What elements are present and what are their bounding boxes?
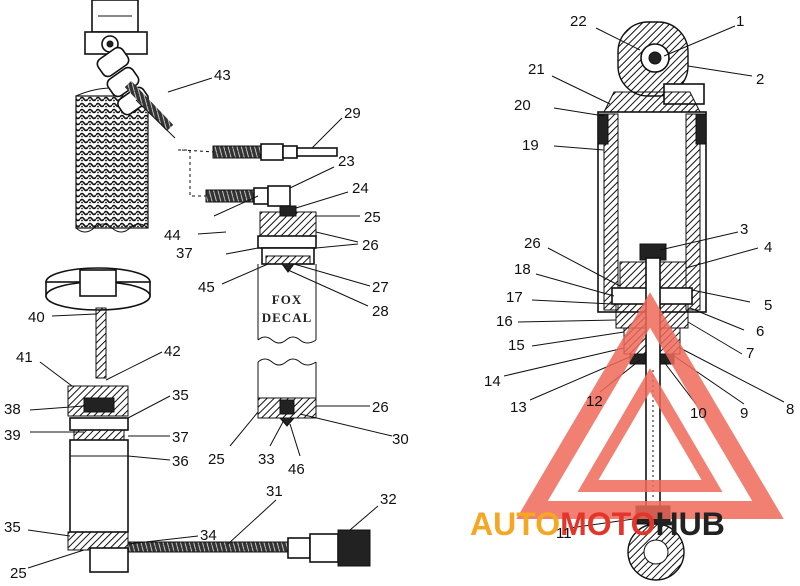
callout-22: 22 [570, 13, 587, 30]
callout-19: 19 [522, 137, 539, 154]
callout-17: 17 [506, 289, 523, 306]
reservoir-tube [257, 264, 317, 398]
callout-34: 34 [200, 527, 217, 544]
callout-46: 46 [288, 461, 305, 478]
reservoir-bracket [84, 0, 148, 55]
callout-31: 31 [266, 483, 283, 500]
callout-25-bottom: 25 [208, 451, 225, 468]
callout-10: 10 [690, 405, 707, 422]
reservoir-cap-24 [259, 205, 317, 237]
leader-lines-left [27, 77, 393, 569]
callout-14: 14 [484, 373, 501, 390]
routing-line-2 [181, 149, 215, 153]
callout-35-bottom: 35 [4, 519, 21, 536]
decal-line-1: FOX [272, 292, 302, 307]
callout-26-bottom: 26 [372, 399, 389, 416]
decal-line-2: DECAL [262, 310, 313, 325]
adjuster-knob-40 [45, 267, 151, 379]
callout-26-right: 26 [524, 235, 541, 252]
callout-7: 7 [746, 345, 754, 362]
hose-fitting-23 [205, 185, 291, 207]
watermark-logo [516, 292, 784, 519]
callout-40: 40 [28, 309, 45, 326]
callout-25-top: 25 [364, 209, 381, 226]
hose-31 [89, 529, 371, 573]
callout-42: 42 [164, 343, 181, 360]
watermark-hub-text: HUB [655, 506, 724, 542]
callout-35-mid: 35 [172, 387, 189, 404]
callout-28: 28 [372, 303, 389, 320]
callout-1: 1 [736, 13, 744, 30]
callout-36: 36 [172, 453, 189, 470]
callout-4: 4 [764, 239, 772, 256]
callout-20: 20 [514, 97, 531, 114]
callout-8: 8 [786, 401, 794, 418]
callout-13: 13 [510, 399, 527, 416]
left-shock-body [67, 385, 129, 551]
callout-30: 30 [392, 431, 409, 448]
hose-fitting-29 [212, 143, 338, 161]
callout-45: 45 [198, 279, 215, 296]
callout-26-top: 26 [362, 237, 379, 254]
callout-3: 3 [740, 221, 748, 238]
callouts-right: 22 1 21 2 20 19 3 26 4 18 5 17 6 16 7 15… [484, 13, 794, 542]
callout-29: 29 [344, 105, 361, 122]
callout-15: 15 [508, 337, 525, 354]
callout-12: 12 [586, 393, 603, 410]
callout-16: 16 [496, 313, 513, 330]
callout-24: 24 [352, 180, 369, 197]
banjo-fittings [96, 46, 176, 139]
watermark-auto-text: AUTO [470, 506, 560, 542]
callout-5: 5 [764, 297, 772, 314]
callout-6: 6 [756, 323, 764, 340]
callouts-left: 43 29 23 24 25 26 37 44 45 27 28 40 42 4… [4, 67, 409, 582]
callout-9: 9 [740, 405, 748, 422]
callout-2: 2 [756, 71, 764, 88]
callout-41: 41 [16, 349, 33, 366]
callout-44: 44 [164, 227, 181, 244]
callout-38: 38 [4, 401, 21, 418]
callout-33: 33 [258, 451, 275, 468]
leader-lines-right [503, 25, 785, 529]
routing-line [178, 149, 206, 197]
callout-21: 21 [528, 61, 545, 78]
watermark-triangle [516, 292, 784, 519]
callout-27: 27 [372, 279, 389, 296]
callout-18: 18 [514, 261, 531, 278]
callout-43: 43 [214, 67, 231, 84]
reservoir-coil-body [75, 87, 149, 233]
callout-11: 11 [556, 525, 572, 542]
watermark-moto-text: MOTO [560, 506, 655, 542]
callout-37-top: 37 [176, 245, 193, 262]
reservoir-end-cap [257, 397, 317, 427]
callout-39: 39 [4, 427, 21, 444]
shock-cap [603, 91, 701, 113]
callout-25-base: 25 [10, 565, 27, 582]
callout-23: 23 [338, 153, 355, 170]
callout-32: 32 [380, 491, 397, 508]
callout-37-mid: 37 [172, 429, 189, 446]
watermark-auto: AUTOMOTOHUB [470, 506, 725, 542]
floating-piston-26 [257, 235, 317, 273]
